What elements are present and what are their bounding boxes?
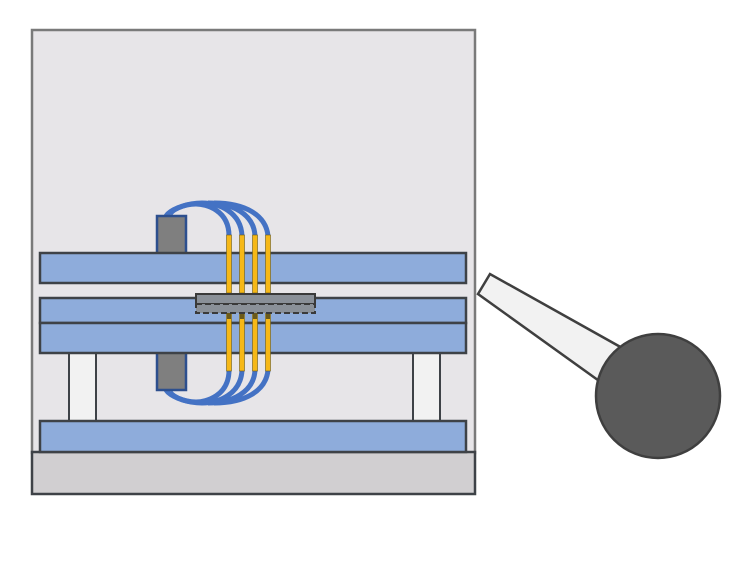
chip-body	[195, 293, 316, 305]
lower-wire-bundle	[163, 369, 271, 406]
upper-wire-bundle	[163, 200, 271, 237]
pin	[239, 311, 245, 372]
lower-clamp-block	[155, 350, 188, 392]
pin	[265, 311, 271, 372]
wire	[167, 200, 245, 237]
lever-knob[interactable]	[594, 332, 722, 460]
pin	[265, 234, 271, 294]
upper-clamp-block	[155, 214, 188, 256]
pin	[252, 234, 258, 294]
wire	[167, 369, 245, 406]
lower-pin-array	[226, 311, 271, 372]
bottom-plate	[38, 419, 468, 454]
pin	[252, 311, 258, 372]
support-post-right	[412, 349, 441, 424]
wire	[213, 369, 271, 406]
support-post-left	[68, 349, 97, 424]
pin-contact	[266, 313, 270, 319]
pin-contact	[253, 313, 257, 319]
pin	[226, 311, 232, 372]
chip-carrier	[195, 303, 316, 314]
pin	[239, 234, 245, 294]
pin	[226, 234, 232, 294]
pin-contact	[227, 313, 231, 319]
chip-package	[195, 293, 316, 314]
pin-contact	[240, 313, 244, 319]
base-block	[30, 450, 477, 496]
wire	[213, 200, 271, 237]
